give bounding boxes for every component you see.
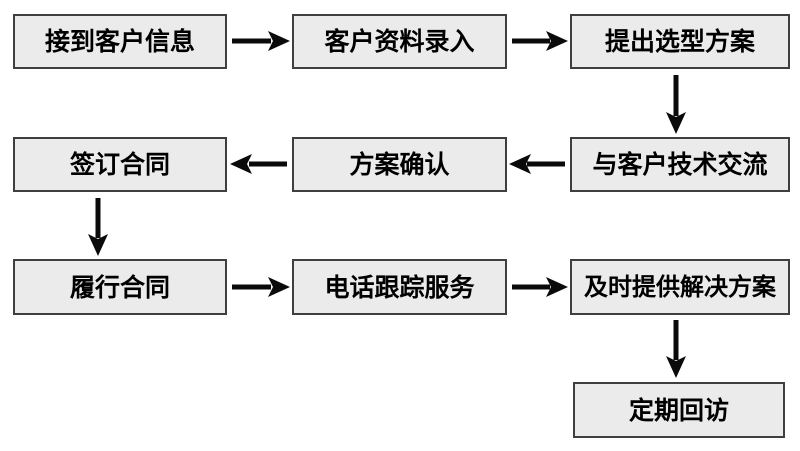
flow-node-sign-contract: 签订合同 (13, 137, 227, 192)
flow-node-label: 提出选型方案 (604, 27, 755, 56)
flow-node-receive-customer-info: 接到客户信息 (13, 14, 227, 69)
flow-node-label: 履行合同 (69, 272, 170, 302)
flow-node-label: 客户资料录入 (324, 27, 475, 56)
flow-node-customer-data-entry: 客户资料录入 (292, 14, 507, 69)
flow-node-label: 定期回访 (628, 395, 729, 425)
arrow-customer-data-entry-to-propose-selection-plan (512, 31, 568, 51)
arrow-phone-follow-up-service-to-provide-solutions (512, 277, 568, 297)
flow-node-regular-return-visit: 定期回访 (573, 382, 785, 438)
arrow-fulfill-contract-to-phone-follow-up-service (232, 277, 290, 297)
flow-node-plan-confirmation: 方案确认 (292, 137, 507, 192)
flow-node-provide-solutions-promptly: 及时提供解决方案 (570, 259, 790, 315)
flow-node-label: 与客户技术交流 (592, 150, 768, 179)
arrow-provide-solutions-to-regular-return-visit (666, 320, 686, 378)
arrow-receive-customer-info-to-customer-data-entry (232, 31, 290, 51)
flow-node-label: 及时提供解决方案 (584, 273, 776, 301)
flow-node-technical-exchange-with-customer: 与客户技术交流 (570, 137, 790, 192)
flow-node-label: 接到客户信息 (44, 27, 195, 56)
flow-node-label: 电话跟踪服务 (324, 272, 475, 302)
arrow-technical-exchange-to-plan-confirmation (509, 154, 565, 174)
arrow-plan-confirmation-to-sign-contract (230, 154, 287, 174)
arrow-propose-selection-plan-to-technical-exchange (666, 75, 686, 134)
flow-node-label: 方案确认 (349, 150, 450, 179)
flow-node-label: 签订合同 (69, 150, 170, 179)
flow-node-phone-follow-up-service: 电话跟踪服务 (292, 259, 507, 315)
flow-node-fulfill-contract: 履行合同 (13, 259, 227, 315)
arrow-sign-contract-to-fulfill-contract (88, 198, 108, 256)
flow-node-propose-selection-plan: 提出选型方案 (570, 14, 790, 69)
